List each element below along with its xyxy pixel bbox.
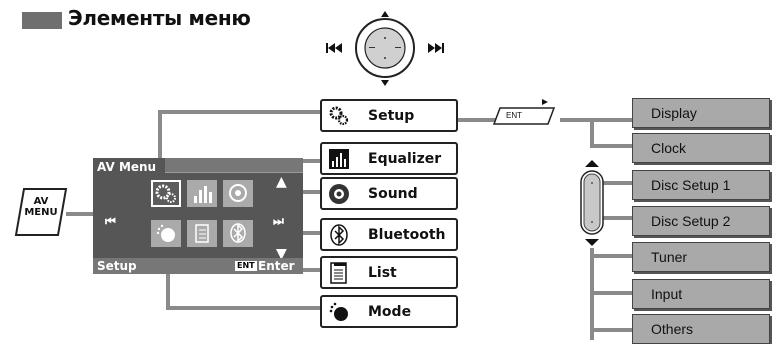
bluetooth-icon bbox=[230, 223, 246, 243]
av-menu-button-shape bbox=[14, 188, 68, 236]
screen-header: AV Menu bbox=[97, 160, 157, 174]
list-icon bbox=[195, 224, 209, 243]
ent-key-shape bbox=[492, 99, 556, 125]
setup-item-label: Display bbox=[651, 105, 697, 121]
menu-item-label: Sound bbox=[368, 186, 418, 202]
setup-item-disc-setup-1[interactable]: Disc Setup 1 bbox=[632, 170, 770, 200]
list-icon bbox=[330, 262, 347, 284]
setup-item-label: Others bbox=[651, 321, 694, 337]
setup-item-label: Tuner bbox=[651, 249, 688, 265]
mode-dial-icon bbox=[329, 302, 348, 321]
speaker-icon bbox=[229, 184, 247, 202]
av-menu-button[interactable]: AV MENU bbox=[18, 196, 64, 218]
setup-item-disc-setup-2[interactable]: Disc Setup 2 bbox=[632, 206, 770, 236]
menu-item-label: List bbox=[368, 265, 397, 281]
page-title: Элементы меню bbox=[68, 6, 251, 30]
mode-dial-icon bbox=[156, 224, 175, 242]
setup-item-label: Input bbox=[651, 286, 683, 302]
setup-item-display[interactable]: Display bbox=[632, 98, 770, 128]
menu-item-mode[interactable]: Mode bbox=[320, 295, 458, 328]
menu-item-sound[interactable]: Sound bbox=[320, 177, 458, 210]
setup-item-clock[interactable]: Clock bbox=[632, 133, 770, 163]
menu-item-label: Bluetooth bbox=[368, 227, 446, 243]
equalizer-icon bbox=[194, 186, 212, 203]
next-track-icon[interactable]: ⏭ bbox=[273, 214, 284, 228]
setup-tile[interactable] bbox=[151, 180, 181, 207]
setup-item-label: Disc Setup 2 bbox=[651, 213, 731, 229]
nav-pad bbox=[326, 11, 444, 86]
screen-tab-bar bbox=[165, 158, 303, 173]
av-connector bbox=[66, 212, 94, 216]
prev-track-icon[interactable]: ⏮ bbox=[105, 214, 116, 228]
scroll-up-arrow[interactable]: ▲ bbox=[276, 174, 287, 190]
scroll-down-arrow[interactable]: ▼ bbox=[276, 246, 287, 262]
setup-gears-icon bbox=[329, 106, 349, 126]
menu-item-setup[interactable]: Setup bbox=[320, 99, 458, 132]
speaker-icon bbox=[329, 184, 349, 204]
av-label: AV bbox=[33, 196, 49, 207]
screen-footer-setup: Setup bbox=[97, 259, 137, 273]
setup-item-others[interactable]: Others bbox=[632, 314, 770, 344]
setup-item-tuner[interactable]: Tuner bbox=[632, 242, 770, 272]
menu-item-equalizer[interactable]: Equalizer bbox=[320, 142, 458, 175]
menu-item-label: Setup bbox=[368, 108, 415, 124]
menu-item-bluetooth[interactable]: Bluetooth bbox=[320, 218, 458, 251]
menu-item-list[interactable]: List bbox=[320, 256, 458, 289]
sound-tile[interactable] bbox=[223, 180, 253, 207]
screen-footer-enter: Enter bbox=[258, 259, 295, 273]
setup-item-label: Disc Setup 1 bbox=[651, 177, 731, 193]
setup-item-label: Clock bbox=[651, 140, 687, 156]
ent-key[interactable]: ENT bbox=[506, 111, 522, 120]
scroll-control[interactable] bbox=[576, 158, 608, 248]
equalizer-tile[interactable] bbox=[187, 180, 217, 207]
av-menu-screen: AV Menu ⏮ ▲ ⏭ ▼ Setup ENT Enter bbox=[93, 158, 303, 274]
menu-label: MENU bbox=[24, 207, 58, 218]
title-marker bbox=[22, 12, 62, 29]
bluetooth-icon bbox=[330, 224, 348, 246]
list-tile[interactable] bbox=[187, 220, 217, 247]
mode-tile[interactable] bbox=[151, 220, 181, 247]
equalizer-icon bbox=[329, 149, 349, 169]
menu-item-label: Equalizer bbox=[368, 151, 442, 167]
ent-badge: ENT bbox=[235, 261, 257, 271]
setup-gears-icon bbox=[155, 184, 176, 203]
bluetooth-tile[interactable] bbox=[223, 220, 253, 247]
setup-item-input[interactable]: Input bbox=[632, 279, 770, 309]
menu-item-label: Mode bbox=[368, 304, 412, 320]
